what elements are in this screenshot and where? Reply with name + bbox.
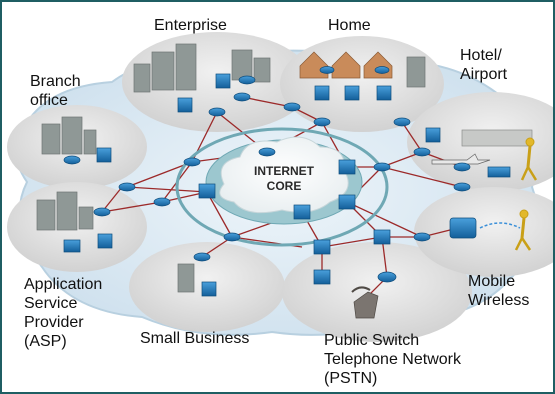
label-pstn-line1: Public Switch [324,332,420,349]
hotel-airport-scene [431,129,538,181]
label-mobile-line2: Wireless [468,292,530,309]
small-business-building [177,263,195,293]
core-label-line1: INTERNET [254,164,315,178]
asp-buildings [36,191,94,231]
region-pstn [282,242,472,342]
label-asp-line4: (ASP) [24,333,67,350]
branch-buildings [41,116,97,155]
label-asp-line3: Provider [24,314,84,331]
label-enterprise: Enterprise [154,17,227,34]
label-small-business: Small Business [140,330,250,347]
core-label-line2: CORE [267,179,302,193]
label-pstn-line2: Telephone Network [324,351,461,368]
network-devices [63,66,511,297]
label-asp-line2: Service [24,295,78,312]
label-home: Home [328,17,371,34]
label-branch-line2: office [30,92,68,109]
label-hotel-line1: Hotel/ [460,47,502,64]
enterprise-buildings [133,43,271,93]
label-hotel-line2: Airport [460,66,508,83]
mobile-scene [449,209,532,251]
internet-core: INTERNET CORE [175,127,389,247]
label-asp-line1: Application [24,276,103,293]
pstn-phone [351,286,379,319]
label-mobile-line1: Mobile [468,273,516,290]
label-pstn-line3: (PSTN) [324,370,378,387]
region-mobile [414,187,553,277]
label-branch-line1: Branch [30,73,81,90]
